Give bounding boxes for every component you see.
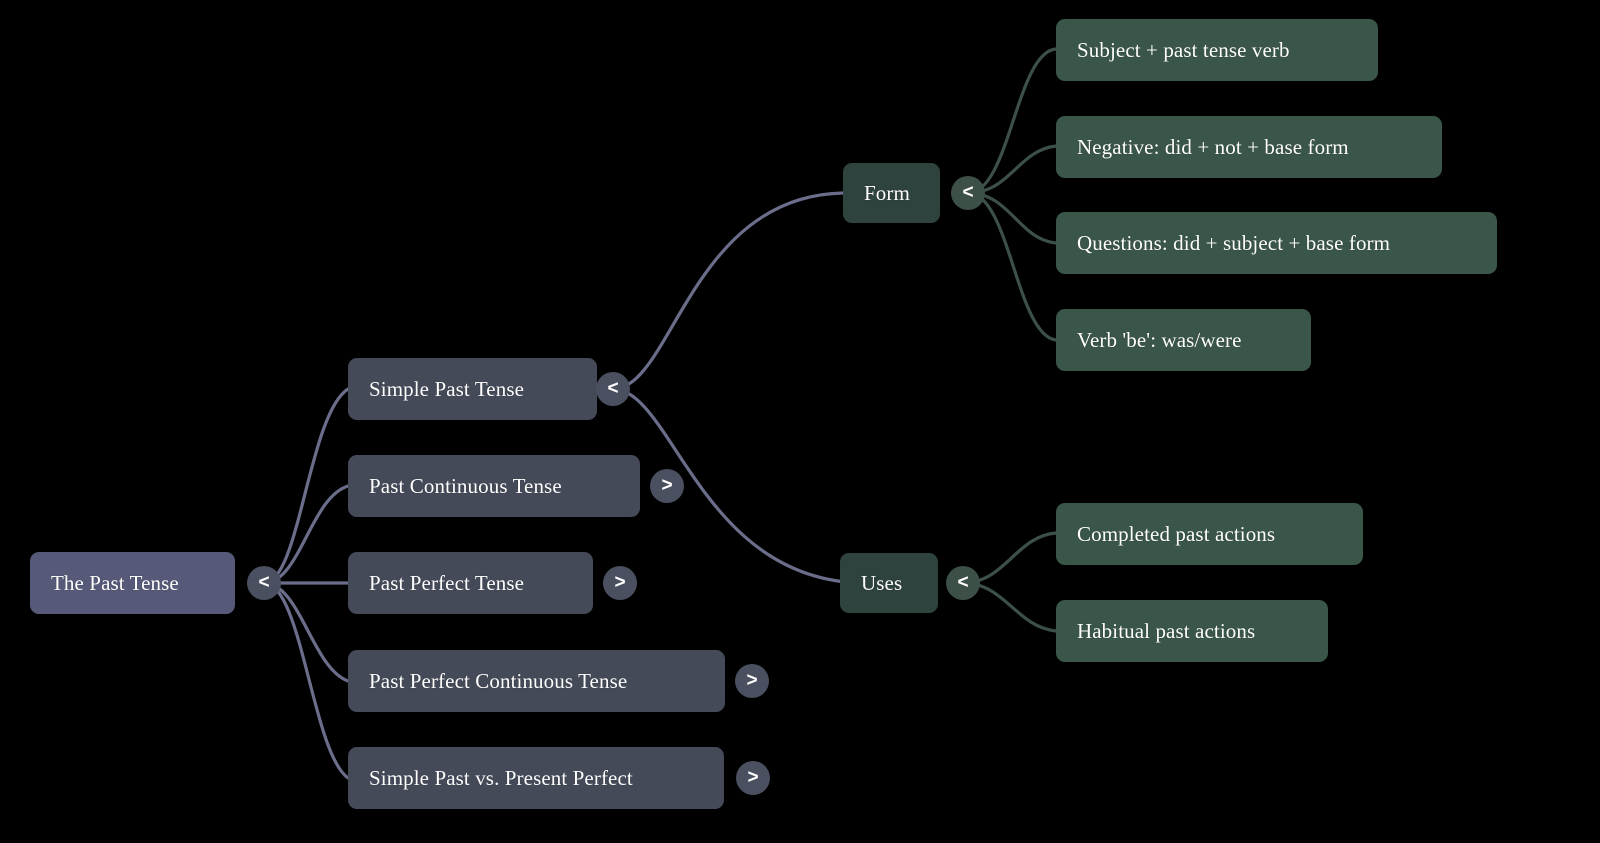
node-past-perfect-continuous-tense[interactable]: Past Perfect Continuous Tense xyxy=(348,650,725,712)
node-label: Uses xyxy=(861,570,903,595)
chevron-right-icon: > xyxy=(661,475,673,496)
edge-root-to-past-perfect-continuous xyxy=(262,581,350,683)
node-simple-past-vs-present-perfect[interactable]: Simple Past vs. Present Perfect xyxy=(348,747,724,809)
node-label: Negative: did + not + base form xyxy=(1077,134,1349,159)
node-label: Completed past actions xyxy=(1077,521,1276,546)
edge-root-to-simple-past-vs-present-perfect xyxy=(262,581,350,780)
node-negative-did-not-base-form[interactable]: Negative: did + not + base form xyxy=(1056,116,1442,178)
toggle-root-collapse[interactable]: < xyxy=(247,566,281,600)
node-label: Past Continuous Tense xyxy=(369,473,562,498)
node-past-perfect-tense[interactable]: Past Perfect Tense xyxy=(348,552,593,614)
node-form[interactable]: Form xyxy=(843,163,940,223)
toggle-uses-collapse[interactable]: < xyxy=(946,566,980,600)
chevron-left-icon: < xyxy=(957,572,969,593)
node-label: Subject + past tense verb xyxy=(1077,37,1290,62)
edge-root-to-simple-past xyxy=(262,387,350,585)
chevron-left-icon: < xyxy=(607,378,619,399)
node-label: Habitual past actions xyxy=(1077,618,1256,643)
edge-form-to-verb-be xyxy=(966,191,1058,342)
toggle-past-continuous-expand[interactable]: > xyxy=(650,469,684,503)
edge-root-to-past-continuous xyxy=(262,484,350,585)
toggle-form-collapse[interactable]: < xyxy=(951,176,985,210)
toggle-simple-past-vs-present-perfect-expand[interactable]: > xyxy=(736,761,770,795)
node-habitual-past-actions[interactable]: Habitual past actions xyxy=(1056,600,1328,662)
node-label: Verb 'be': was/were xyxy=(1077,327,1242,352)
node-label: Past Perfect Tense xyxy=(369,570,525,595)
node-label: Form xyxy=(864,180,910,205)
node-completed-past-actions[interactable]: Completed past actions xyxy=(1056,503,1363,565)
node-past-continuous-tense[interactable]: Past Continuous Tense xyxy=(348,455,640,517)
chevron-left-icon: < xyxy=(258,572,270,593)
toggle-simple-past-collapse[interactable]: < xyxy=(596,372,630,406)
node-verb-be-was-were[interactable]: Verb 'be': was/were xyxy=(1056,309,1311,371)
node-label: Simple Past Tense xyxy=(369,376,525,401)
node-simple-past-tense[interactable]: Simple Past Tense xyxy=(348,358,597,420)
node-subject-past-tense-verb[interactable]: Subject + past tense verb xyxy=(1056,19,1378,81)
node-questions-did-subject-base-form[interactable]: Questions: did + subject + base form xyxy=(1056,212,1497,274)
chevron-right-icon: > xyxy=(746,670,758,691)
toggle-past-perfect-expand[interactable]: > xyxy=(603,566,637,600)
node-label: Past Perfect Continuous Tense xyxy=(369,668,628,693)
node-label: Simple Past vs. Present Perfect xyxy=(369,765,633,790)
node-uses[interactable]: Uses xyxy=(840,553,938,613)
toggle-past-perfect-continuous-expand[interactable]: > xyxy=(735,664,769,698)
chevron-left-icon: < xyxy=(962,182,974,203)
node-root[interactable]: The Past Tense xyxy=(30,552,235,614)
node-root-label: The Past Tense xyxy=(51,570,179,595)
chevron-right-icon: > xyxy=(747,767,759,788)
chevron-right-icon: > xyxy=(614,572,626,593)
edge-simple-past-to-form xyxy=(611,191,845,391)
node-label: Questions: did + subject + base form xyxy=(1077,230,1391,255)
edge-form-to-subject xyxy=(966,47,1058,195)
